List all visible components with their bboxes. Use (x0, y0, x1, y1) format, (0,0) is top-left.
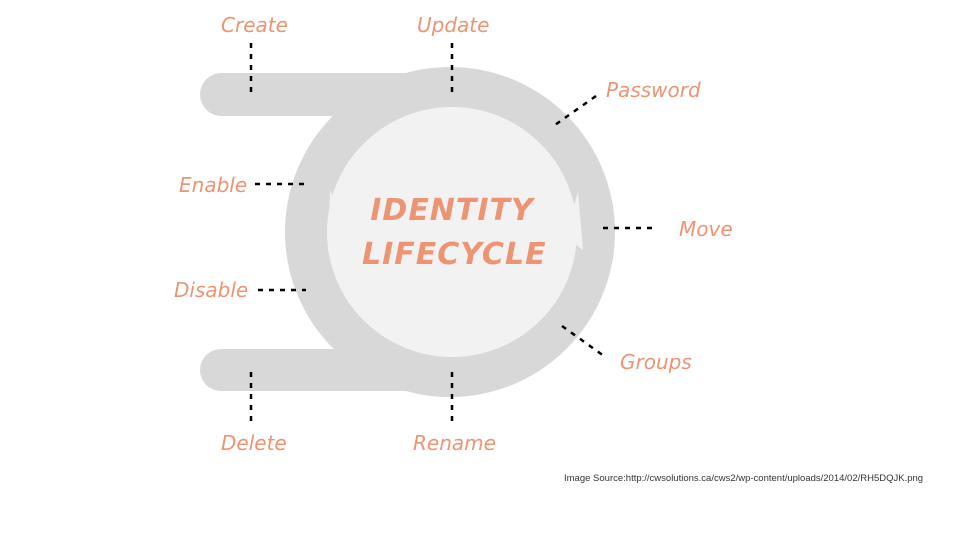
label-enable: Enable (179, 173, 248, 197)
label-password: Password (606, 78, 701, 102)
password-leader (551, 94, 597, 129)
label-update: Update (417, 13, 490, 37)
label-rename: Rename (413, 431, 496, 455)
diagram-title-line1: IDENTITY (370, 193, 534, 228)
label-move: Move (679, 217, 733, 241)
diagram-title-line2: LIFECYCLE (362, 236, 547, 272)
top-notch (430, 113, 486, 137)
label-groups: Groups (620, 350, 692, 374)
label-delete: Delete (221, 431, 287, 455)
bottom-notch (428, 330, 484, 352)
label-create: Create (221, 13, 288, 37)
image-source-caption: Image Source:http://cwsolutions.ca/cws2/… (564, 473, 924, 484)
label-disable: Disable (174, 278, 249, 302)
left-notch (328, 190, 352, 252)
groups-leader (561, 324, 605, 358)
lifecycle-inner-disc (327, 107, 577, 357)
right-notch (565, 192, 583, 250)
diagram-title: IDENTITY LIFECYCLE (362, 189, 547, 276)
